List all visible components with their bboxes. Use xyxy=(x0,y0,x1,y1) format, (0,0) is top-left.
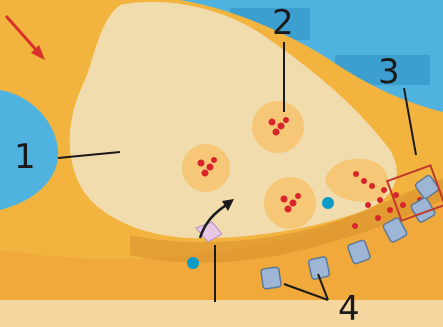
lower-band xyxy=(0,300,443,327)
vesicle xyxy=(182,144,230,192)
ion xyxy=(322,197,334,209)
label-2: 2 xyxy=(272,6,294,40)
label-3: 3 xyxy=(378,55,400,89)
ion xyxy=(187,257,199,269)
label-4: 4 xyxy=(338,292,360,326)
label-1: 1 xyxy=(14,140,36,174)
receptor xyxy=(261,267,282,289)
